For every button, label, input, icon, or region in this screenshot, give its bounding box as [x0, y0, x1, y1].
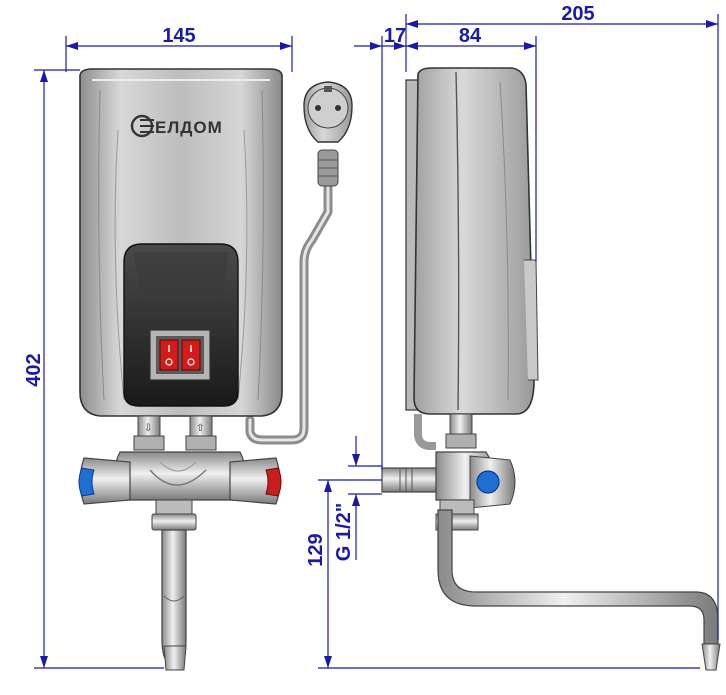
- brand-name: ЕЛДОМ: [155, 118, 223, 137]
- dimensions: 145 205 17 84 402 129: [23, 3, 719, 669]
- side-view: [381, 67, 721, 671]
- cold-indicator-icon: [78, 467, 95, 497]
- dim-thread-size: G 1/2": [333, 503, 355, 561]
- brand-logo: ЕЛДОМ: [130, 114, 223, 138]
- schuko-plug-icon: [303, 81, 353, 143]
- power-switch-1: [159, 339, 179, 371]
- dim-total-depth: 205: [561, 3, 594, 25]
- front-view: ЕЛДОМ ⇩ ⇧: [78, 68, 353, 671]
- spout-side: [437, 509, 719, 645]
- dim-depth-offset: 17: [384, 25, 406, 47]
- dim-front-width: 145: [162, 25, 195, 47]
- up-arrow-icon: ⇧: [196, 423, 204, 434]
- mixer-valve: [78, 451, 282, 531]
- dim-total-height: 402: [23, 353, 45, 386]
- hot-indicator-icon: [265, 467, 282, 497]
- dim-body-depth: 84: [459, 25, 482, 47]
- heater-body-side: [413, 67, 535, 415]
- down-arrow-icon: ⇩: [144, 423, 152, 434]
- cold-indicator-side-icon: [476, 470, 500, 494]
- dim-outlet-height: 129: [305, 533, 327, 566]
- power-switch-2: [181, 339, 201, 371]
